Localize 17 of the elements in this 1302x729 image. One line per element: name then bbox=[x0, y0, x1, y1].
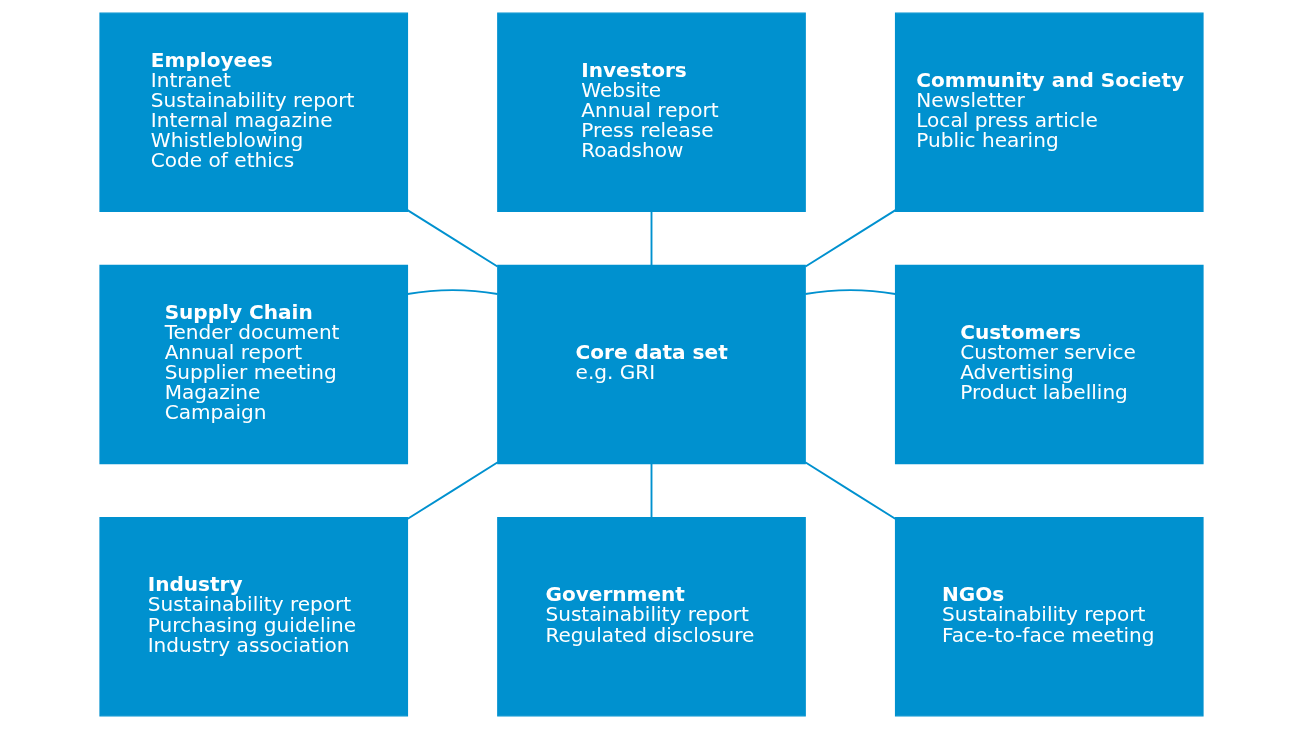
connector bbox=[406, 289, 499, 295]
node-box: Supply Chain Tender document Annual report Supplier meeting Magazine Campaign bbox=[98, 264, 408, 465]
connector bbox=[804, 209, 896, 268]
connector bbox=[406, 209, 498, 268]
connector bbox=[803, 289, 896, 295]
node-box: Community and Society Newsletter Local press article Public hearing bbox=[894, 12, 1204, 213]
connector bbox=[803, 461, 896, 520]
node-box: NGOs Sustainability report Face-to-face meeting bbox=[894, 516, 1204, 717]
node-box: Investors Website Annual report Press release Roadshow bbox=[496, 12, 806, 213]
connector bbox=[650, 462, 652, 519]
node-box: Industry Sustainability report Purchasing guideline Industry association bbox=[98, 516, 408, 717]
node-box: Customers Customer service Advertising Product labelling bbox=[894, 264, 1204, 465]
node-box: Government Sustainability report Regulated disclosure bbox=[496, 516, 806, 717]
node-box: Employees Intranet Sustainability report Internal magazine Whistleblowing Code of ethics bbox=[98, 12, 408, 213]
node-box: Core data set e.g. GRI bbox=[496, 264, 806, 465]
connector bbox=[406, 461, 499, 520]
connector bbox=[650, 210, 652, 267]
